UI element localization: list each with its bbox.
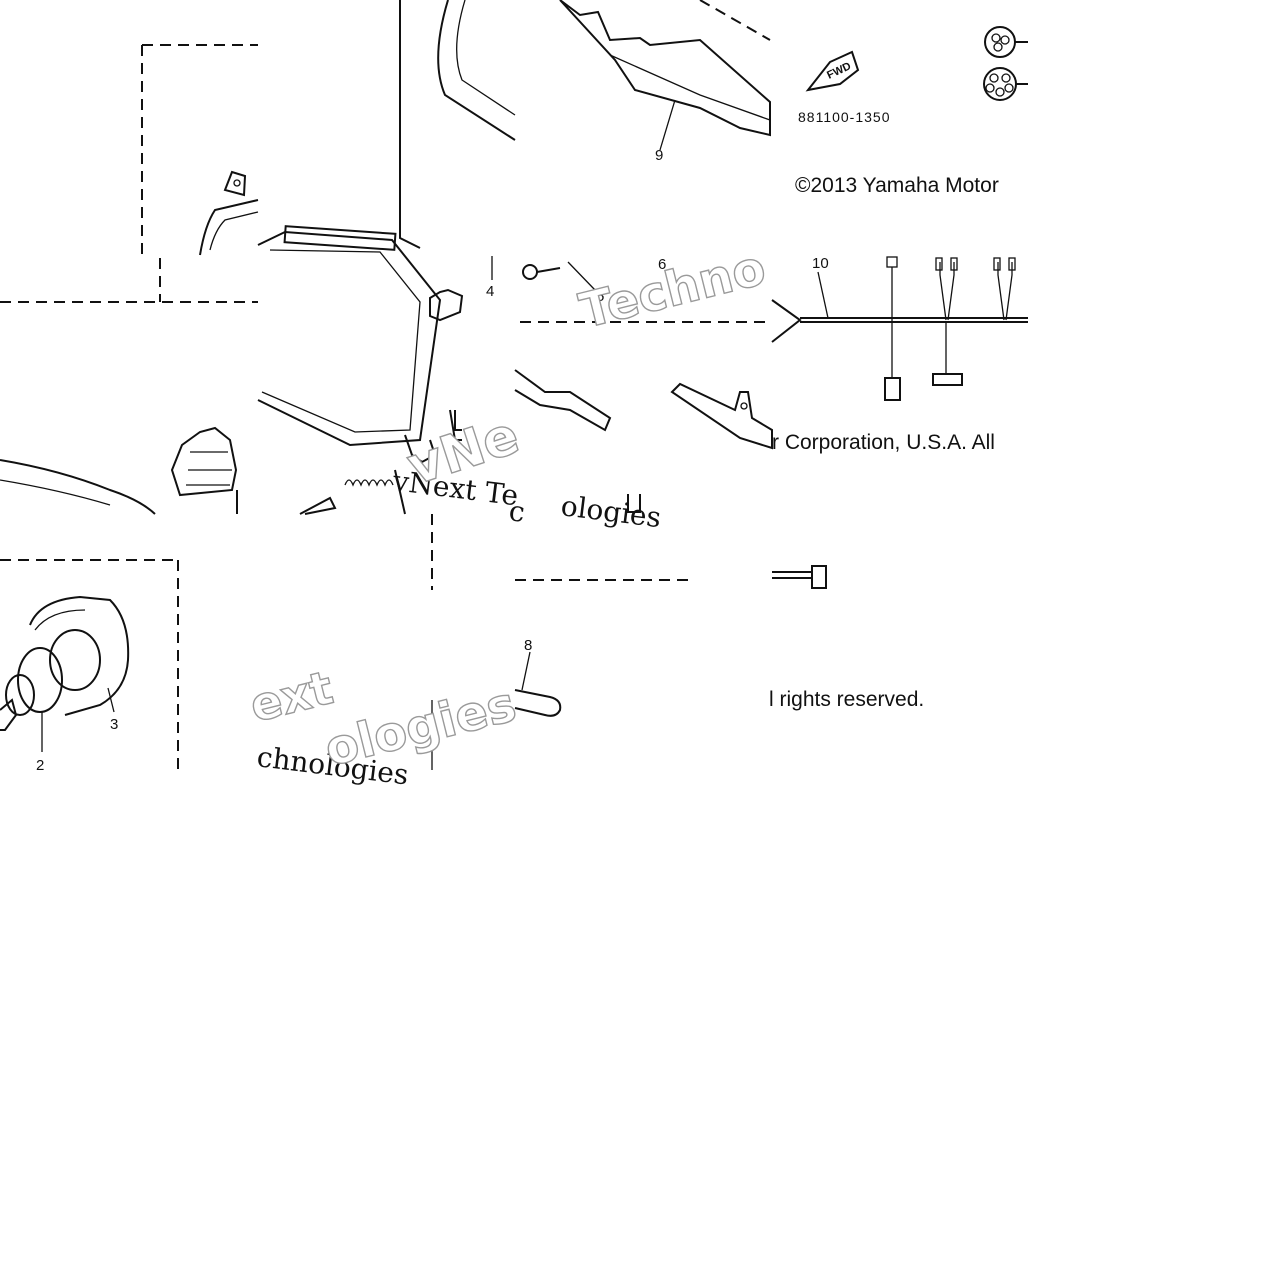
copyright-line-3: l rights reserved. [769, 688, 925, 711]
tile-bottom-left: 2 3 [0, 559, 179, 774]
callout-5: 5 [596, 288, 604, 305]
copyright-line-2: r Corporation, U.S.A. All [772, 431, 995, 454]
connector-symbol-2-icon [983, 67, 1028, 101]
fwd-arrow-icon: FWD [805, 50, 860, 92]
callout-8: 8 [524, 637, 532, 654]
tile-middle: 4 5 6 10 [454, 255, 1028, 513]
tile-bottom-center: 8 [514, 565, 827, 717]
svg-text:c: c [507, 494, 527, 529]
watermark-7: ologies [319, 676, 521, 777]
callout-10: 10 [812, 255, 829, 272]
tile-top-right-center: 9 [559, 0, 771, 164]
callout-4: 4 [486, 283, 494, 300]
tile-top-right: FWD 881100-1350 [798, 26, 1028, 125]
tile-top-center [437, 0, 516, 141]
part-number: 881100-1350 [798, 109, 890, 125]
callout-6: 6 [658, 256, 666, 273]
callout-9: 9 [655, 147, 663, 164]
callout-3: 3 [110, 716, 118, 733]
connector-symbol-icon [984, 26, 1028, 58]
watermark-3: ologies [559, 489, 663, 534]
tile-top-middle [257, 0, 464, 515]
watermark-1: Techno [574, 240, 771, 340]
tile-top-left [0, 44, 259, 515]
callout-2: 2 [36, 757, 44, 774]
copyright-line-1: ©2013 Yamaha Motor [795, 174, 999, 197]
